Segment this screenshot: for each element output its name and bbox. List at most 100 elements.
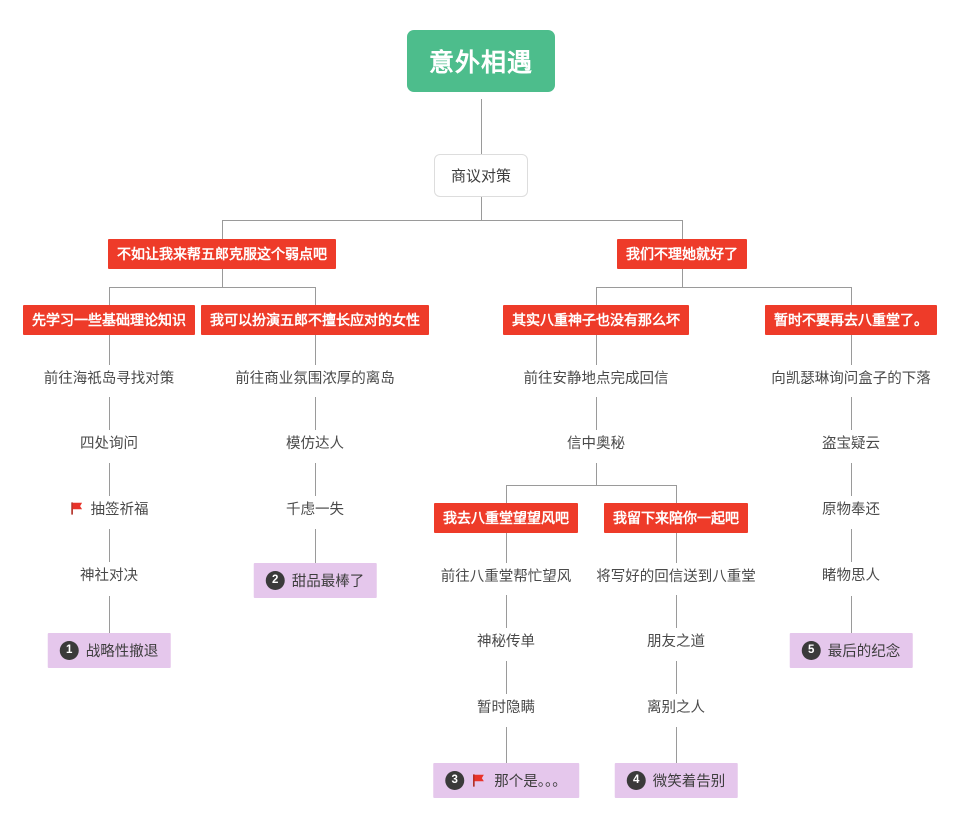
node-step-l2-3[interactable]: 千虑一失 [282, 496, 348, 521]
edge-r1-a [596, 332, 597, 365]
node-step-m1-2-label: 神秘传单 [477, 634, 535, 650]
node-plan[interactable]: 商议对策 [433, 154, 529, 197]
ending-number-badge: 1 [59, 641, 79, 660]
edge-r1-split-bus [506, 485, 676, 486]
node-step-r2-4-label: 睹物思人 [822, 568, 880, 584]
node-step-m2-2[interactable]: 朋友之道 [643, 628, 709, 653]
node-step-l1-3-label: 抽签祈福 [90, 502, 149, 518]
node-step-l1-3[interactable]: 抽签祈福 [66, 496, 153, 521]
edge-r1-split-l [506, 485, 507, 503]
node-root-label: 意外相遇 [428, 49, 534, 77]
edge-m1-d [506, 727, 507, 763]
node-step-l1-1[interactable]: 前往海祇岛寻找对策 [40, 365, 179, 390]
node-step-m2-1[interactable]: 将写好的回信送到八重堂 [592, 563, 760, 588]
node-ending-3-label: 那个是。。。 [494, 774, 567, 790]
node-ending-2-label: 甜品最棒了 [291, 574, 365, 590]
node-step-m2-1-label: 将写好的回信送到八重堂 [596, 569, 756, 585]
node-step-m1-1[interactable]: 前往八重堂帮忙望风 [437, 563, 576, 588]
edge-r2-e [851, 596, 852, 633]
edge-l1-e [109, 596, 110, 633]
edge-l2-a [315, 332, 316, 365]
edge-l1-c [109, 463, 110, 496]
node-step-l2-2[interactable]: 模仿达人 [282, 430, 348, 455]
edge-cleft-down [222, 265, 223, 287]
edge-r1-split-r [676, 485, 677, 503]
edge-plan-down [481, 196, 482, 220]
edge-r2-c [851, 463, 852, 496]
node-step-l1-2-label: 四处询问 [80, 436, 138, 452]
edge-cright-down [682, 265, 683, 287]
node-choice-r2-label: 暂时不要再去八重堂了。 [774, 312, 928, 328]
edge-cright-bus-r [851, 287, 852, 305]
node-step-l2-2-label: 模仿达人 [286, 436, 344, 452]
edge-cright-bus [596, 287, 851, 288]
red-flag-icon [471, 773, 486, 788]
edge-cleft-bus-l [109, 287, 110, 305]
node-step-r1-1-label: 前往安静地点完成回信 [523, 371, 669, 387]
node-choice-r2[interactable]: 暂时不要再去八重堂了。 [765, 305, 937, 335]
edge-m2-d [676, 727, 677, 763]
edge-cleft-bus-r [315, 287, 316, 305]
node-choice-m2-label: 我留下来陪你一起吧 [613, 510, 739, 526]
node-step-r2-3[interactable]: 原物奉还 [818, 496, 884, 521]
edge-m1-a [506, 530, 507, 563]
ending-number-badge: 2 [265, 571, 285, 590]
node-ending-5[interactable]: 5 最后的纪念 [789, 633, 913, 668]
node-step-m1-2[interactable]: 神秘传单 [473, 628, 539, 653]
edge-l2-d [315, 529, 316, 563]
node-step-r2-1[interactable]: 向凯瑟琳询问盒子的下落 [767, 365, 935, 390]
node-step-l1-4[interactable]: 神社对决 [76, 562, 142, 587]
node-choice-l1-label: 先学习一些基础理论知识 [32, 312, 186, 328]
edge-m1-c [506, 661, 507, 694]
node-step-m1-3-label: 暂时隐瞒 [477, 700, 535, 716]
node-ending-3[interactable]: 3 那个是。。。 [433, 763, 579, 798]
node-ending-2[interactable]: 2 甜品最棒了 [253, 563, 377, 598]
node-choice-l2[interactable]: 我可以扮演五郎不擅长应对的女性 [201, 305, 429, 335]
edge-l1-b [109, 397, 110, 430]
edge-root-plan [481, 99, 482, 154]
node-ending-4[interactable]: 4 微笑着告别 [614, 763, 738, 798]
edge-bus-to-left-choice [222, 220, 223, 239]
node-step-l2-3-label: 千虑一失 [286, 502, 344, 518]
edge-m2-c [676, 661, 677, 694]
node-step-m2-2-label: 朋友之道 [647, 634, 705, 650]
node-choice-m1-label: 我去八重堂望望风吧 [443, 510, 569, 526]
edge-l2-c [315, 463, 316, 496]
node-step-l2-1-label: 前往商业氛围浓厚的离岛 [235, 371, 395, 387]
node-step-r2-4[interactable]: 睹物思人 [818, 562, 884, 587]
edge-r1-b [596, 397, 597, 430]
edge-l2-b [315, 397, 316, 430]
red-flag-icon [70, 501, 85, 516]
edge-r2-b [851, 397, 852, 430]
node-root[interactable]: 意外相遇 [406, 30, 556, 92]
node-step-r2-2-label: 盗宝疑云 [822, 436, 880, 452]
node-step-r1-2[interactable]: 信中奥秘 [563, 430, 629, 455]
node-plan-label: 商议对策 [450, 168, 512, 185]
node-ending-1[interactable]: 1 战略性撤退 [47, 633, 171, 668]
edge-plan-bus [222, 220, 682, 221]
node-choice-r1[interactable]: 其实八重神子也没有那么坏 [503, 305, 689, 335]
node-choice-m1[interactable]: 我去八重堂望望风吧 [434, 503, 578, 533]
edge-m2-b [676, 595, 677, 628]
node-step-l1-4-label: 神社对决 [80, 568, 138, 584]
node-step-m1-3[interactable]: 暂时隐瞒 [473, 694, 539, 719]
node-ending-1-label: 战略性撤退 [85, 644, 159, 660]
node-choice-l1[interactable]: 先学习一些基础理论知识 [23, 305, 195, 335]
node-step-r1-1[interactable]: 前往安静地点完成回信 [520, 365, 673, 390]
node-step-l1-2[interactable]: 四处询问 [76, 430, 142, 455]
node-step-l2-1[interactable]: 前往商业氛围浓厚的离岛 [231, 365, 399, 390]
node-ending-4-label: 微笑着告别 [652, 774, 726, 790]
node-choice-right[interactable]: 我们不理她就好了 [617, 239, 747, 269]
node-choice-right-label: 我们不理她就好了 [626, 246, 738, 262]
node-choice-l2-label: 我可以扮演五郎不擅长应对的女性 [210, 312, 420, 328]
node-step-m2-3-label: 离别之人 [647, 700, 705, 716]
node-step-m2-3[interactable]: 离别之人 [643, 694, 709, 719]
node-choice-m2[interactable]: 我留下来陪你一起吧 [604, 503, 748, 533]
node-step-r2-2[interactable]: 盗宝疑云 [818, 430, 884, 455]
edge-cleft-bus [109, 287, 315, 288]
node-choice-left[interactable]: 不如让我来帮五郎克服这个弱点吧 [108, 239, 336, 269]
edge-cright-bus-l [596, 287, 597, 305]
node-step-r2-1-label: 向凯瑟琳询问盒子的下落 [771, 371, 931, 387]
node-step-r2-3-label: 原物奉还 [822, 502, 880, 518]
